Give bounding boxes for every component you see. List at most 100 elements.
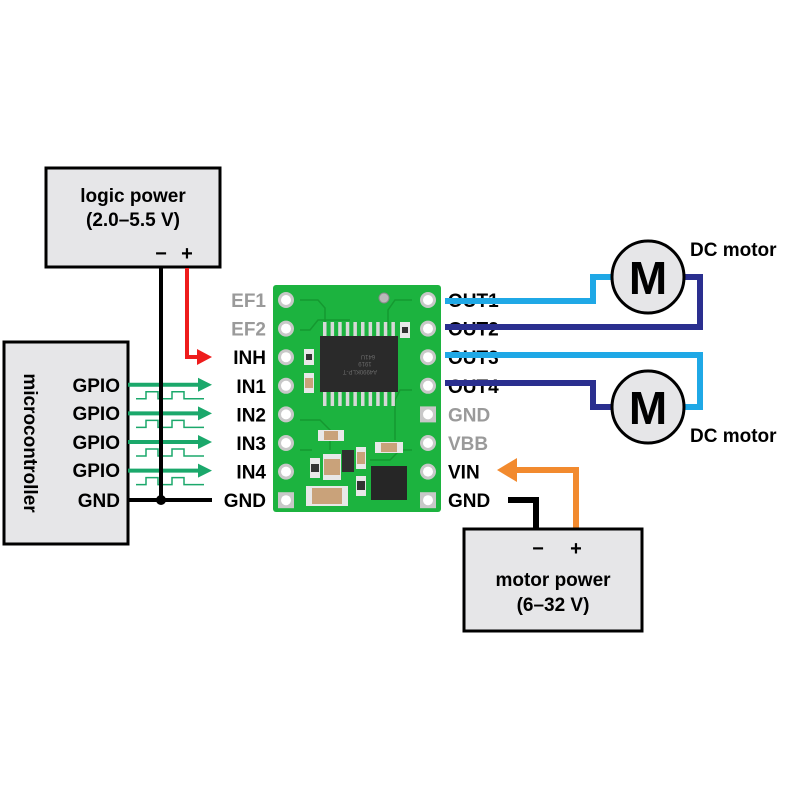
vin-arrow-icon <box>497 458 517 482</box>
right-pin-label-vbb: VBB <box>448 434 488 455</box>
motor-vin-wire <box>497 458 579 528</box>
pin-hole <box>423 295 433 305</box>
ic-pin <box>391 322 395 337</box>
mcu-pin-gpio-1: GPIO <box>72 376 120 397</box>
chip-marking-2: 1919 <box>358 360 372 366</box>
pwm-waveform-icon <box>136 419 204 429</box>
driver-ic: A4990KLP-T 1919 641U <box>320 322 398 406</box>
out1-wire <box>445 274 612 304</box>
pin-hole <box>423 438 433 448</box>
motor-power-minus: − <box>532 538 544 560</box>
motor-power-plus: + <box>570 538 582 560</box>
gpio-arrow-icon <box>198 463 212 478</box>
pin-hole <box>423 495 433 506</box>
pwm-waveform-icon <box>136 476 204 486</box>
gpio-wire-4 <box>128 463 212 486</box>
pwm-waveform-icon <box>136 448 204 457</box>
gpio-wire-1 <box>128 377 212 400</box>
microcontroller-box <box>2 340 130 546</box>
pin-hole <box>423 323 433 334</box>
pcb-pin-holes <box>278 292 436 509</box>
chip-marking-1: A4990KLP-T <box>342 368 377 374</box>
left-pin-label-in3: IN3 <box>236 434 266 455</box>
microcontroller: microcontroller GPIO GPIO GPIO GPIO GND <box>2 340 130 546</box>
logic-power-minus: − <box>155 243 167 265</box>
motor-1-label: DC motor <box>690 240 777 261</box>
chip-marking-3: 641U <box>361 353 375 359</box>
motor-gnd-wire <box>508 497 539 528</box>
pin-hole <box>281 380 291 391</box>
ic-pin <box>368 391 373 406</box>
ic-pin <box>330 391 335 406</box>
out3-wire <box>445 352 703 410</box>
pcb <box>273 285 441 512</box>
ic-pin <box>383 322 388 337</box>
mounting-hole <box>378 292 390 304</box>
out4-wire <box>445 380 612 410</box>
pin-hole <box>423 409 433 420</box>
ic-pin <box>368 322 373 337</box>
gpio-wire-2 <box>128 406 212 429</box>
ic-pin <box>338 322 342 337</box>
ic-pin <box>330 322 335 337</box>
motor-2-wires <box>445 352 703 410</box>
ic-body <box>320 336 398 392</box>
left-pin-label-in4: IN4 <box>236 463 266 484</box>
left-pin-label-in1: IN1 <box>236 377 266 398</box>
motor-icon <box>610 369 686 445</box>
motor-power-range: (6–32 V) <box>517 595 590 616</box>
pcb-traces <box>300 299 412 461</box>
ic-pin <box>345 391 350 406</box>
pwm-waveform-icon <box>136 391 204 400</box>
right-pin-label-gnd: GND <box>448 405 490 426</box>
mcu-pin-gpio-2: GPIO <box>72 404 120 425</box>
logic-vcc-to-inh-wire <box>185 268 212 365</box>
ic-pin <box>323 391 327 406</box>
motor-1-wires <box>445 274 703 330</box>
ic-pin <box>353 391 357 406</box>
motor-2-symbol: M <box>629 382 667 434</box>
ic-pin <box>376 322 380 337</box>
pin-hole <box>281 295 291 305</box>
logic-power-supply: logic power (2.0–5.5 V) − + <box>44 166 222 269</box>
logic-power-plus: + <box>181 243 193 265</box>
right-pin-label-out4: OUT4 <box>448 377 499 398</box>
dc-motor-1: M DC motor <box>610 239 777 315</box>
dc-motor-2: M DC motor <box>610 369 777 447</box>
mcu-pin-gpio-4: GPIO <box>72 461 120 482</box>
pin-hole <box>281 495 291 506</box>
motor-power-supply: − + motor power (6–32 V) <box>462 527 644 633</box>
right-pin-label-vin: VIN <box>448 463 480 484</box>
ic-pin <box>391 391 395 406</box>
logic-power-title: logic power <box>80 186 186 207</box>
gpio-arrow-icon <box>198 406 212 421</box>
logic-power-range: (2.0–5.5 V) <box>86 210 180 231</box>
ic-pin <box>323 322 327 337</box>
ic-pin <box>345 322 350 337</box>
pin-hole <box>281 323 291 334</box>
ic-pin <box>383 391 388 406</box>
ic-pin <box>361 391 365 406</box>
right-pin-label-gnd: GND <box>448 491 490 512</box>
motor-power-box <box>462 527 644 633</box>
motor-2-label: DC motor <box>690 426 777 447</box>
mcu-pin-gnd: GND <box>78 491 120 512</box>
left-pin-label-in2: IN2 <box>236 405 266 426</box>
logic-power-box <box>44 166 222 269</box>
ic-pin <box>353 322 357 337</box>
pin-hole <box>423 380 433 391</box>
right-pin-label-out2: OUT2 <box>448 320 499 341</box>
pin-hole <box>281 352 291 363</box>
pin-hole <box>423 466 433 477</box>
pin-hole <box>281 466 291 477</box>
motor-power-title: motor power <box>495 570 611 591</box>
pin-hole <box>281 438 291 448</box>
out2-wire <box>445 274 703 330</box>
pin-hole <box>281 409 291 420</box>
gpio-arrow-icon <box>198 435 212 449</box>
mcu-pin-gpio-3: GPIO <box>72 433 120 454</box>
ic-pin <box>361 322 365 337</box>
left-pin-label-ef1: EF1 <box>231 291 266 312</box>
inh-arrow-icon <box>197 349 212 365</box>
